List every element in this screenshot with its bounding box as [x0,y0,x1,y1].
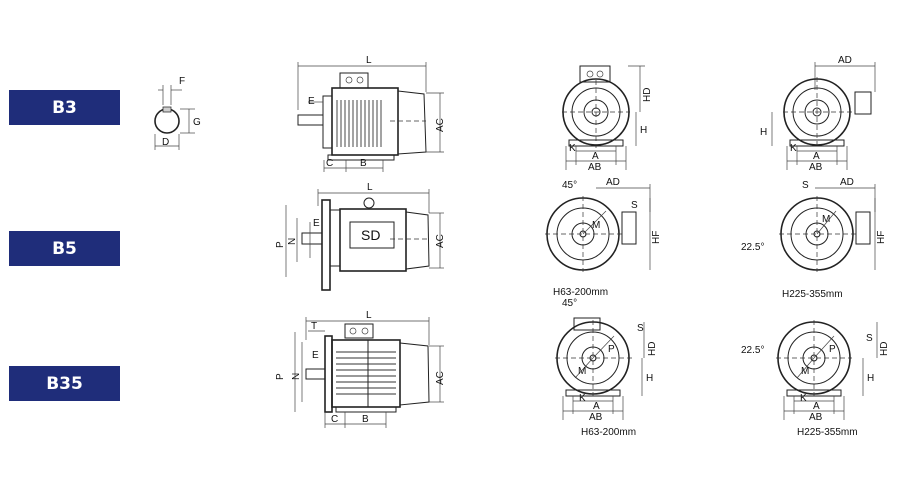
dim-C-b35: C [331,414,338,425]
b35-side-view: L T P N E C B AC [275,310,446,428]
sd-label: SD [361,227,380,243]
dim-G: G [193,117,201,128]
dim-E-b35: E [312,350,319,361]
dim-E-b5: E [313,218,320,229]
dim-M-b5: M [592,220,600,231]
b35-front-view-small: 45° P M S HD H A AB K H63-200mm [555,298,658,438]
b35-front-view-large: P M S 22.5° HD H A AB K H225-355mm [741,320,890,438]
dim-A-b3: A [592,151,599,162]
dim-AD-b5: AD [606,177,620,188]
angle-45-b5: 45° [562,180,577,191]
angle-22-b35: 22.5° [741,345,764,356]
dim-L-b3: L [366,55,372,66]
dim-S-b5-large: S [802,180,809,191]
b3-front-view-small: HD H A AB K [562,65,653,173]
dim-HF-b5-large: HF [876,231,887,244]
dim-A-b35: A [593,401,600,412]
dim-N-b35: N [291,373,302,380]
dim-K-b3: K [569,143,576,154]
dim-B-b3: B [360,158,367,169]
b3-side-view: L E C B AC [297,55,446,172]
dim-AC-b3: AC [435,118,446,132]
dim-AD-b5-large: AD [840,177,854,188]
dim-H-b3-large: H [760,127,767,138]
dim-L-b5: L [367,182,373,193]
dim-AC-b35: AC [435,371,446,385]
dim-D: D [162,137,169,148]
dim-HD-b35: HD [647,342,658,356]
mounting-badge-b5: B5 [9,231,120,266]
dim-AD-b3-large: AD [838,55,852,66]
dim-K-b35-large: K [800,393,807,404]
mounting-badge-b3: B3 [9,90,120,125]
mounting-badge-b35: B35 [9,366,120,401]
dim-K-b35: K [579,393,586,404]
dim-B-b35: B [362,414,369,425]
dim-H-b35: H [646,373,653,384]
dim-S-b35-large: S [866,333,873,344]
dim-AB-b35-large: AB [809,412,823,423]
dim-P-b35-front-large: P [829,344,836,355]
range-small-b35: H63-200mm [581,427,636,438]
dim-M-b5-large: M [822,214,830,225]
dim-M-b35-large: M [801,366,809,377]
range-large-b35: H225-355mm [797,427,858,438]
dim-C-b3: C [326,158,333,169]
b5-front-view-large: AD M S 22.5° HF H225-355mm [741,177,887,300]
dim-HF-b5: HF [651,231,662,244]
dim-S-b35: S [637,323,644,334]
dim-F: F [179,76,185,87]
dim-N-b5: N [287,238,298,245]
dim-P-b35-front: P [608,344,615,355]
dim-H-b35-large: H [867,373,874,384]
angle-45-b35: 45° [562,298,577,309]
dim-T-b35: T [311,321,317,332]
dim-P-b35: P [275,373,286,380]
b5-front-view-small: 45° AD M S HF H63-200mm [545,177,662,298]
b3-front-view-large: AD H A AB K [760,55,876,173]
dim-HD-b35-large: HD [879,342,890,356]
dim-S-b5: S [631,200,638,211]
dim-AB-b3: AB [588,162,602,173]
dim-L-b35: L [366,310,372,321]
dim-A-b35-large: A [813,401,820,412]
dim-AC-b5: AC [435,234,446,248]
dim-HD-b3: HD [642,88,653,102]
b5-side-view: L SD P N E AC [275,182,446,291]
range-small-b5: H63-200mm [553,287,608,298]
dim-AB-b35: AB [589,412,603,423]
dim-M-b35: M [578,366,586,377]
angle-22-b5: 22.5° [741,242,764,253]
dim-K-b3-large: K [790,143,797,154]
dim-AB-b3-large: AB [809,162,823,173]
dim-P-b5: P [275,241,286,248]
dim-H-b3: H [640,125,647,136]
range-large-b5: H225-355mm [782,289,843,300]
dim-A-b3-large: A [813,151,820,162]
shaft-key-detail: F G D [154,76,201,150]
dim-E-b3: E [308,96,315,107]
